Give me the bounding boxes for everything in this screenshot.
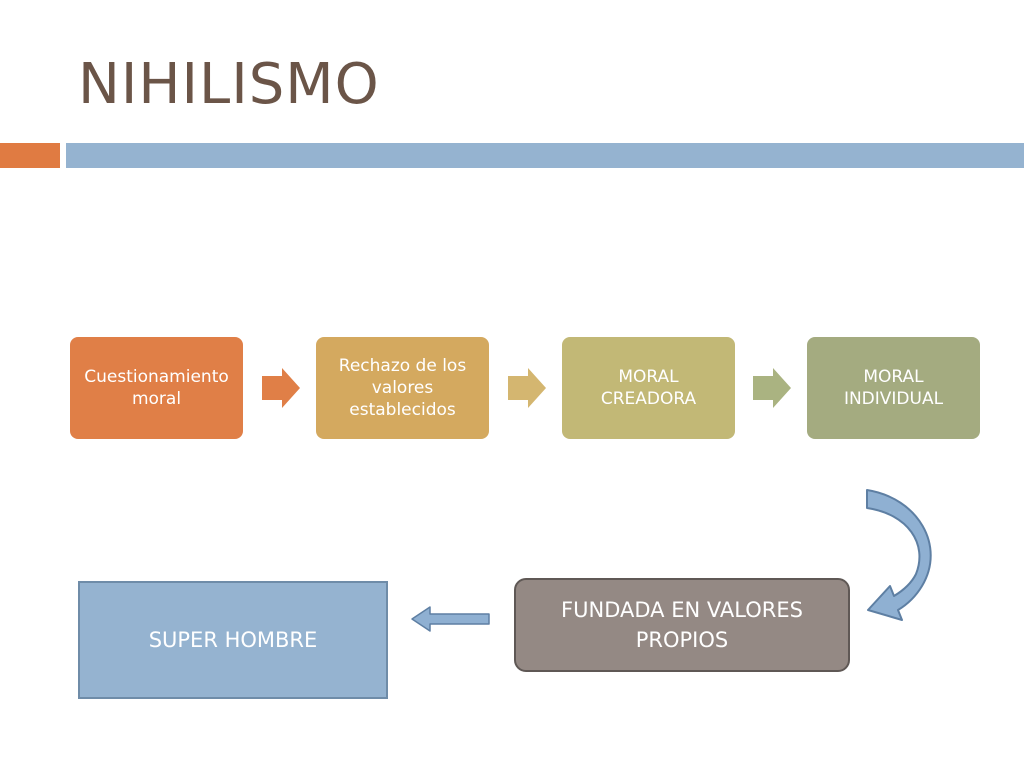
chevron-right-icon [262,368,300,408]
fundada-valores-box: FUNDADA EN VALORES PROPIOS [514,578,850,672]
process-step-cuestionamiento: Cuestionamiento moral [70,337,243,439]
process-step-moral-creadora: MORAL CREADORA [562,337,735,439]
process-step-moral-individual: MORAL INDIVIDUAL [807,337,980,439]
accent-bar-blue [66,143,1024,168]
slide-title: NIHILISMO [78,52,380,117]
super-hombre-label: SUPER HOMBRE [148,628,318,652]
process-step-label: MORAL INDIVIDUAL [843,367,944,409]
arrow-left-icon [411,606,490,632]
process-step-rechazo: Rechazo de los valores establecidos [316,337,489,439]
process-step-label: Rechazo de los valores establecidos [338,356,467,420]
curved-arrow-icon [866,489,932,621]
super-hombre-box: SUPER HOMBRE [78,581,388,699]
fundada-label: FUNDADA EN VALORES PROPIOS [561,598,803,652]
chevron-right-icon [753,368,791,408]
accent-bar-orange [0,143,60,168]
chevron-right-icon [508,368,546,408]
process-step-label: MORAL CREADORA [600,367,697,409]
process-step-label: Cuestionamiento moral [84,367,229,409]
